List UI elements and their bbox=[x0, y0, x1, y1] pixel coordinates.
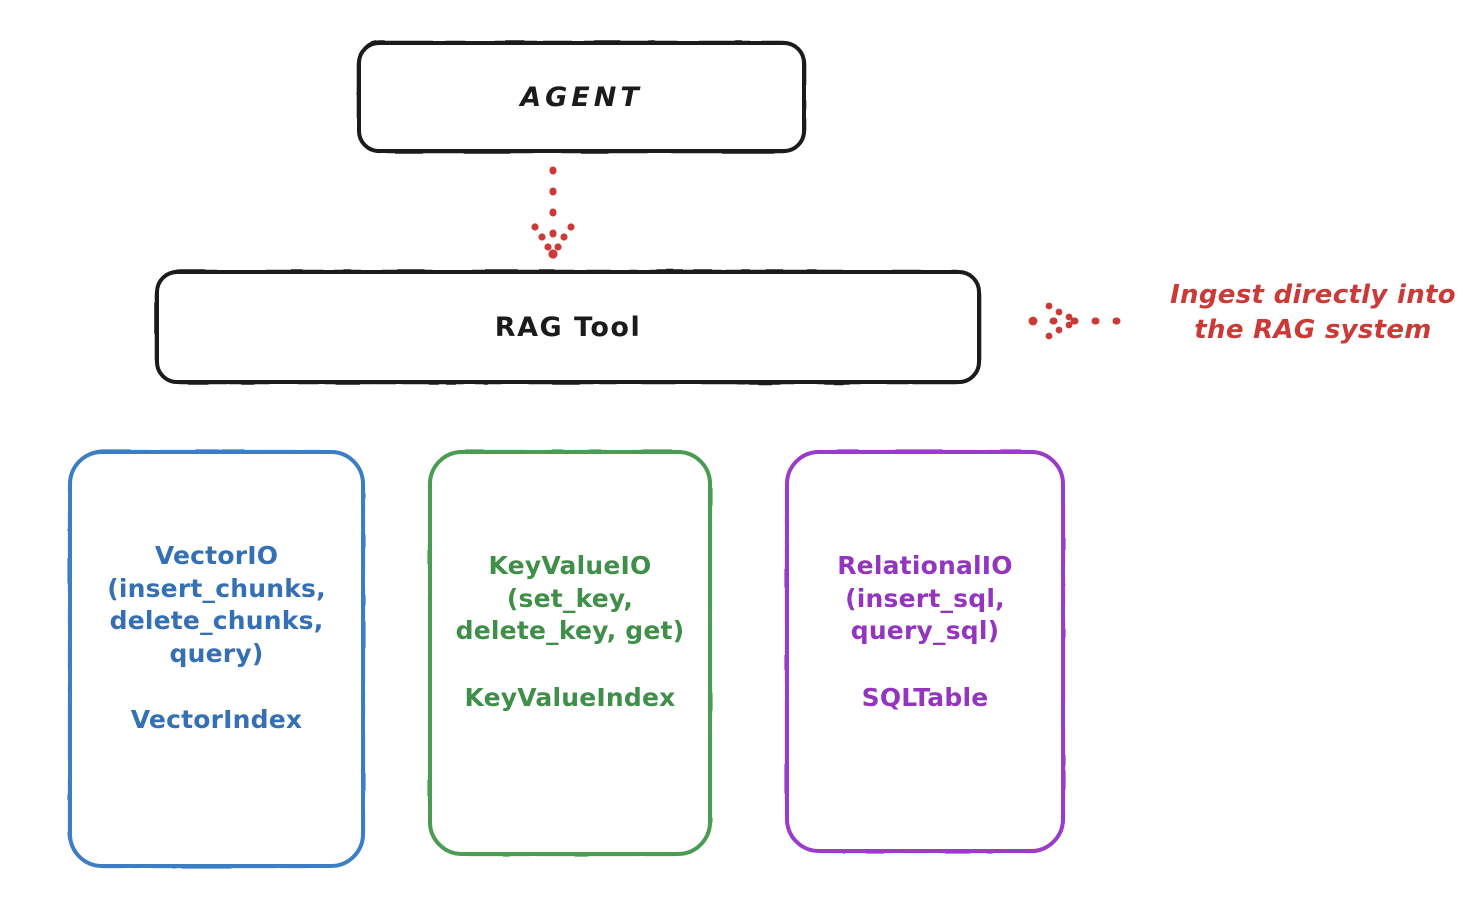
ingest-to-rag-arrow bbox=[1028, 302, 1134, 340]
ingest-annotation-text: Ingest directly into the RAG system bbox=[1170, 280, 1456, 346]
relational-io-body: RelationalIO (insert_sql, query_sql) SQL… bbox=[789, 454, 1061, 714]
agent-node[interactable]: AGENT bbox=[357, 41, 806, 153]
key-value-io-body: KeyValueIO (set_key, delete_key, get) Ke… bbox=[432, 454, 708, 714]
key-value-io-api-label: KeyValueIO (set_key, delete_key, get) bbox=[455, 551, 685, 645]
key-value-io-node[interactable]: KeyValueIO (set_key, delete_key, get) Ke… bbox=[428, 450, 712, 856]
rag-tool-node[interactable]: RAG Tool bbox=[155, 270, 981, 384]
vector-io-body: VectorIO (insert_chunks, delete_chunks, … bbox=[72, 454, 361, 737]
vector-io-api-label: VectorIO (insert_chunks, delete_chunks, … bbox=[107, 541, 326, 668]
relational-io-node[interactable]: RelationalIO (insert_sql, query_sql) SQL… bbox=[785, 450, 1065, 853]
agent-to-rag-arrow bbox=[531, 166, 575, 259]
relational-io-api-label: RelationalIO (insert_sql, query_sql) bbox=[837, 551, 1013, 645]
key-value-io-index-label: KeyValueIndex bbox=[464, 682, 676, 712]
relational-io-index-label: SQLTable bbox=[861, 682, 989, 712]
vector-io-node[interactable]: VectorIO (insert_chunks, delete_chunks, … bbox=[68, 450, 365, 868]
vector-io-index-label: VectorIndex bbox=[130, 705, 303, 734]
rag-tool-node-label: RAG Tool bbox=[494, 311, 642, 343]
agent-node-label: AGENT bbox=[520, 81, 643, 113]
